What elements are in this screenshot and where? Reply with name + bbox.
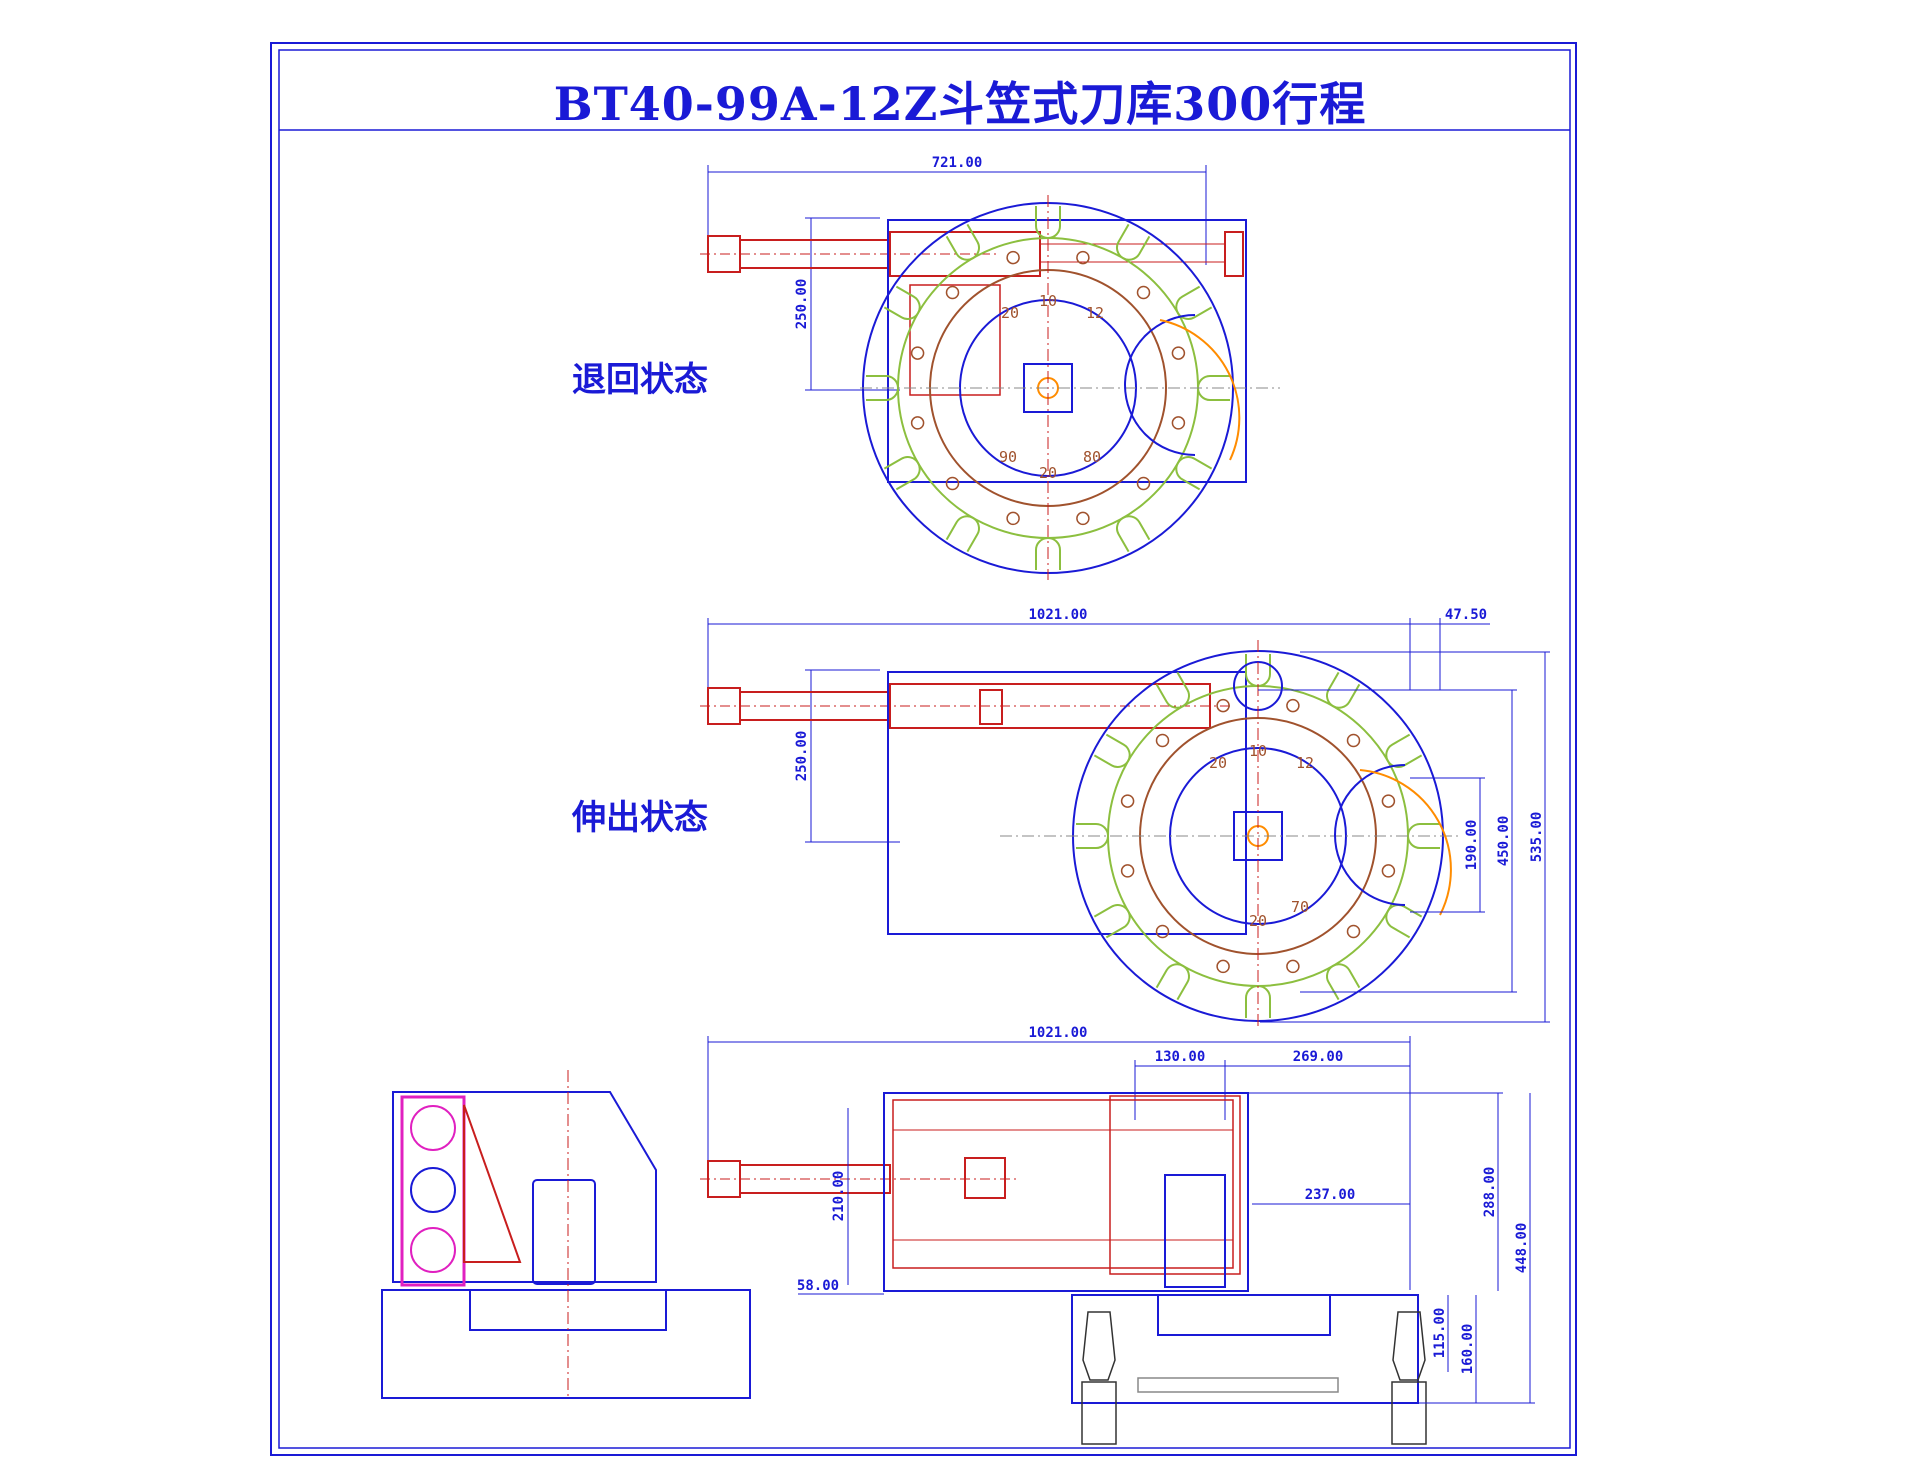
index-hole	[1006, 511, 1020, 526]
pocket-number: 10	[1039, 292, 1057, 310]
pulley-icon	[410, 1167, 456, 1213]
dim-text-269: 269.00	[1293, 1049, 1344, 1065]
dim-text-250: 250.00	[794, 279, 810, 330]
dim-text-288: 288.00	[1482, 1167, 1498, 1218]
index-hole	[1136, 285, 1151, 300]
pocket-number: 20	[1001, 304, 1019, 322]
dim-text-237: 237.00	[1305, 1187, 1356, 1203]
tool-holder-icon	[1392, 1311, 1426, 1381]
slide-end	[1224, 231, 1244, 277]
base-plate	[381, 1289, 751, 1399]
side-housing	[392, 1091, 657, 1283]
dim-text-1021: 1021.00	[1028, 607, 1087, 623]
outer-frame	[270, 42, 1577, 1456]
pocket-number: 20	[1039, 464, 1057, 482]
dim-text-160: 160.00	[1460, 1324, 1476, 1375]
front-view: 1021.00 130.00 269.00 210.00 237.00 58.0…	[700, 1025, 1535, 1445]
motor-body	[532, 1179, 596, 1285]
drawing-title: BT40-99A-12Z斗笠式刀库300行程	[553, 77, 1367, 131]
base-slot	[1157, 1294, 1331, 1336]
index-hole	[1346, 924, 1361, 939]
dim-text-535: 535.00	[1529, 812, 1545, 863]
swing-arc	[1359, 769, 1452, 916]
slide-rail	[889, 231, 1041, 277]
dim-text-210: 210.00	[831, 1171, 847, 1222]
index-hole	[1171, 346, 1186, 360]
index-hole	[945, 285, 960, 300]
dim-text-721: 721.00	[932, 155, 983, 171]
dim-text-130: 130.00	[1155, 1049, 1206, 1065]
base-plate	[1071, 1294, 1419, 1404]
base-frame	[887, 219, 1247, 483]
base-rail	[1137, 1377, 1339, 1393]
index-hole	[1120, 864, 1135, 878]
extended-view: 1021.00 47.50 250.00 10 12	[700, 607, 1550, 1030]
index-hole	[1286, 959, 1300, 974]
tool-shank	[1391, 1381, 1427, 1445]
pocket-number: 10	[1249, 742, 1267, 760]
pulley-icon	[410, 1105, 456, 1151]
index-hole	[910, 416, 925, 430]
front-frame	[883, 1092, 1249, 1292]
index-hole	[1076, 511, 1090, 526]
slide-rail	[889, 683, 1211, 729]
motor-block	[909, 284, 1001, 396]
dim-text-250: 250.00	[794, 731, 810, 782]
label-retracted: 退回状态	[572, 360, 708, 400]
index-hole	[1286, 698, 1300, 713]
index-hole	[1136, 476, 1151, 491]
index-hole	[1155, 924, 1170, 939]
pulley-icon	[410, 1227, 456, 1273]
index-hole	[1216, 698, 1230, 713]
index-hole	[910, 346, 925, 360]
dim-text-448: 448.00	[1514, 1223, 1530, 1274]
slide-carriage	[979, 689, 1003, 725]
index-hole	[1076, 250, 1090, 265]
pocket-number: 20	[1249, 912, 1267, 930]
index-hole	[1346, 733, 1361, 748]
index-hole	[1120, 794, 1135, 808]
tool-shank	[1081, 1381, 1117, 1445]
index-hole	[945, 476, 960, 491]
bracket-wedge	[463, 1104, 522, 1263]
swing-arc	[1159, 319, 1241, 461]
index-hole	[1381, 794, 1396, 808]
label-extended: 伸出状态	[572, 798, 708, 838]
index-hole	[1155, 733, 1170, 748]
retracted-view: 721.00 250.00	[700, 155, 1280, 580]
pocket-number: 12	[1296, 754, 1314, 772]
tool-slot	[1124, 314, 1196, 456]
tool-holder-icon	[1082, 1311, 1116, 1381]
inner-frame	[278, 49, 1571, 1449]
dim-text-58: 58.00	[797, 1278, 839, 1294]
slide-assembly	[892, 1099, 1234, 1269]
index-hole	[1171, 416, 1186, 430]
pocket-number: 80	[1083, 448, 1101, 466]
dim-text-450: 450.00	[1496, 816, 1512, 867]
dim-text-47: 47.50	[1445, 607, 1487, 623]
pocket-number: 90	[999, 448, 1017, 466]
index-hole	[1006, 250, 1020, 265]
index-hole	[1216, 959, 1230, 974]
dim-text-115: 115.00	[1432, 1308, 1448, 1359]
piston-block	[964, 1157, 1006, 1199]
carriage-plate	[1109, 1095, 1241, 1275]
base-frame	[887, 671, 1247, 935]
dim-text-1021: 1021.00	[1028, 1025, 1087, 1041]
dim-text-190: 190.00	[1464, 820, 1480, 871]
pocket-number: 20	[1209, 754, 1227, 772]
pocket-number: 12	[1086, 304, 1104, 322]
index-hole	[1381, 864, 1396, 878]
pocket-number: 70	[1291, 898, 1309, 916]
side-view	[381, 1070, 751, 1400]
motor-body	[1164, 1174, 1226, 1288]
